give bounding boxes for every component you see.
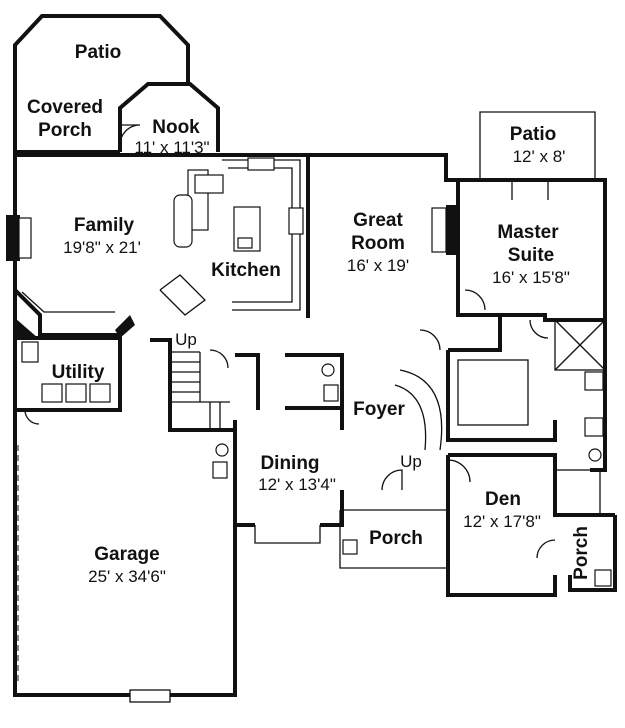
- front-stair-up-label: Up: [400, 452, 422, 471]
- washer: [41, 383, 63, 403]
- patio-master-name: Patio: [510, 124, 556, 145]
- fireplace-hearth: [18, 217, 32, 259]
- foyer-name: Foyer: [353, 399, 405, 420]
- toilet: [321, 363, 335, 377]
- corner-shelf: [15, 318, 38, 338]
- garage-water-heater: [215, 443, 229, 457]
- porch-front-name: Porch: [369, 528, 423, 549]
- island-sink: [237, 237, 253, 249]
- powder-sink: [323, 384, 339, 402]
- cooktop: [194, 174, 224, 194]
- back-stair-up-label: Up: [175, 330, 197, 349]
- garage-name: Garage: [94, 544, 159, 565]
- desk-counter: [173, 194, 193, 248]
- great-room-fireplace: [446, 205, 458, 255]
- front-stair-rail: [399, 369, 443, 451]
- den-closet: [554, 469, 601, 516]
- great-room-hearth: [431, 207, 447, 253]
- corner-post: [115, 315, 135, 338]
- master-suite-dim: 16' x 15'8": [492, 268, 570, 287]
- family-name: Family: [74, 215, 135, 236]
- garage-storage: [212, 461, 228, 479]
- master-shower: [554, 319, 606, 371]
- utility-name: Utility: [52, 362, 105, 383]
- utility-sink: [21, 341, 39, 363]
- great-room-dim: 16' x 19': [347, 256, 409, 275]
- dryer: [65, 383, 87, 403]
- front-stair-rail-inner: [394, 384, 427, 451]
- side-porch-planter: [594, 569, 612, 587]
- dining-name: Dining: [260, 453, 319, 474]
- porch-side-name: Porch: [571, 526, 592, 580]
- garage-dim: 25' x 34'6": [88, 567, 166, 586]
- closet: [457, 359, 529, 426]
- garage-window: [129, 689, 171, 703]
- master-suite-name-line1: Master: [497, 222, 559, 243]
- covered-porch-name-line2: Porch: [38, 120, 92, 141]
- master-toilet: [588, 448, 602, 462]
- porch-planter: [342, 539, 358, 555]
- vanity-sink-2: [584, 417, 604, 437]
- patio-master-dim: 12' x 8': [513, 147, 566, 166]
- kitchen-name: Kitchen: [211, 260, 281, 281]
- nook-dim: 11' x 11'3": [134, 138, 209, 157]
- doors: [24, 124, 556, 559]
- great-room-name-line1: Great: [353, 210, 403, 231]
- great-room-name-line2: Room: [351, 233, 405, 254]
- covered-porch-name-line1: Covered: [27, 97, 103, 118]
- den-dim: 12' x 17'8": [463, 512, 541, 531]
- room-labels: Patio Covered Porch Nook 11' x 11'3" Fam…: [27, 42, 592, 586]
- dining-dim: 12' x 13'4": [258, 475, 336, 494]
- family-dim: 19'8" x 21': [63, 238, 141, 257]
- laundry-counter: [89, 383, 111, 403]
- back-stair: [172, 351, 230, 428]
- patio-left-name: Patio: [75, 42, 121, 63]
- den-name: Den: [485, 489, 521, 510]
- family-fireplace: [6, 215, 20, 261]
- refrigerator: [288, 207, 304, 235]
- vanity-sink-1: [584, 371, 604, 391]
- master-suite-name-line2: Suite: [508, 245, 554, 266]
- interior-walls: [6, 111, 612, 703]
- nook-name: Nook: [152, 117, 200, 138]
- kitchen-sink: [247, 157, 275, 171]
